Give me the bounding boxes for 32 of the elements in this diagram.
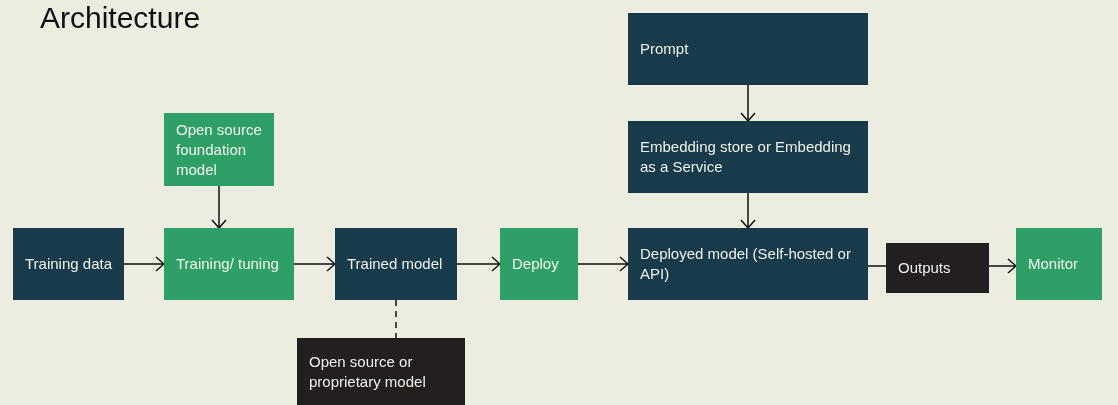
arrow [577,256,629,272]
box-label: Deploy [512,254,560,274]
box-label: Prompt [640,39,690,59]
arrow [740,192,756,229]
process-box [886,243,989,293]
dashed-connector [395,299,397,339]
box-label: Deployed model (Self-hosted or API) [640,244,852,284]
box-label: Trained model [347,254,444,274]
box-label: Training data [25,254,112,274]
arrow [211,185,227,229]
arrow [988,258,1017,274]
arrow [740,84,756,122]
process-box [164,228,294,300]
box-label: Monitor [1028,254,1080,274]
process-box [628,121,868,193]
process-box [628,228,868,300]
process-box [297,338,465,405]
process-box [335,228,457,300]
box-label: Embedding store or Embedding as a Service [640,137,852,177]
process-box [164,113,274,186]
box-label: Open source foundation model [176,119,262,180]
arrow [456,256,501,272]
process-box [500,228,578,300]
box-label: Outputs [898,258,952,278]
diagram-title: Architecture [40,0,201,36]
process-box [1016,228,1102,300]
process-box [628,13,868,85]
box-label: Open source or proprietary model [309,351,427,392]
process-box [13,228,124,300]
box-label: Training/ tuning [176,254,280,274]
arrow [123,256,165,272]
arrow [293,256,336,272]
